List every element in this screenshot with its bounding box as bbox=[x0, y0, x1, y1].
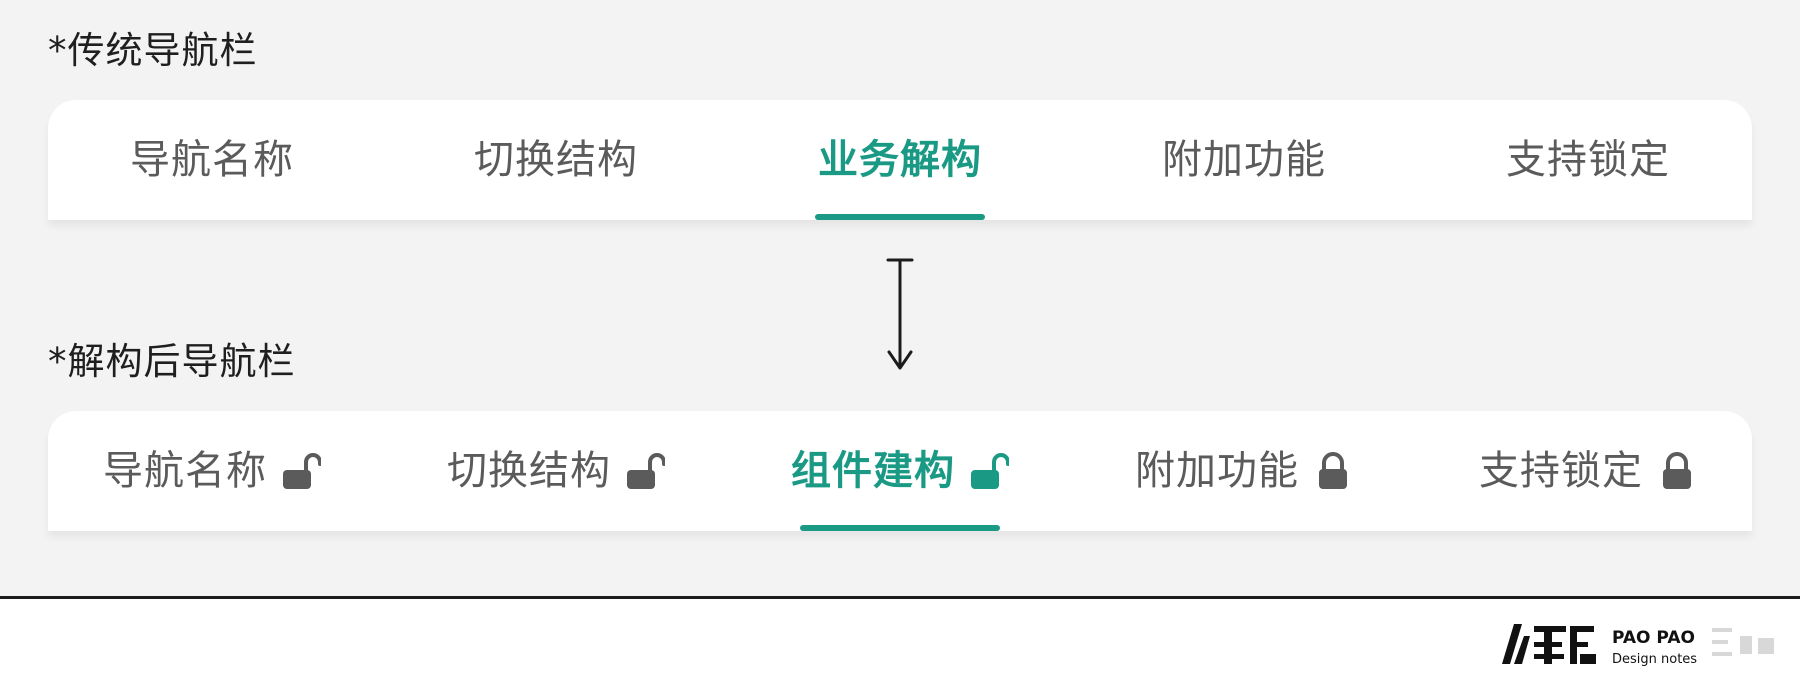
deconstructed-navbar: 导航名称 切换结构 组件建构 附加功能 支持锁定 bbox=[48, 411, 1752, 531]
watermark-logo: PAO PAO Design notes bbox=[1502, 624, 1774, 667]
logo-mark-icon bbox=[1502, 624, 1596, 664]
tab-label: 支持锁定 bbox=[1479, 448, 1643, 494]
tab-label: 附加功能 bbox=[1135, 448, 1299, 494]
tab-label: 业务解构 bbox=[818, 137, 982, 183]
tab-traditional-1[interactable]: 导航名称 bbox=[130, 100, 294, 220]
unlocked-icon[interactable] bbox=[281, 451, 321, 491]
tab-label: 切换结构 bbox=[474, 137, 638, 183]
tab-traditional-5[interactable]: 支持锁定 bbox=[1506, 100, 1670, 220]
watermark-line1: PAO PAO bbox=[1612, 628, 1695, 648]
tab-traditional-4[interactable]: 附加功能 bbox=[1162, 100, 1326, 220]
tab-deconstructed-5[interactable]: 支持锁定 bbox=[1479, 411, 1697, 531]
footer-area bbox=[0, 599, 1800, 680]
watermark-line2: Design notes bbox=[1612, 652, 1697, 667]
tab-label: 附加功能 bbox=[1162, 137, 1326, 183]
unlocked-icon[interactable] bbox=[969, 451, 1009, 491]
unlocked-icon[interactable] bbox=[625, 451, 665, 491]
watermark-faded-mark-icon bbox=[1712, 628, 1774, 656]
tab-label: 导航名称 bbox=[130, 137, 294, 183]
tab-deconstructed-3[interactable]: 组件建构 bbox=[791, 411, 1009, 531]
traditional-navbar: 导航名称 切换结构 业务解构 附加功能 支持锁定 bbox=[48, 100, 1752, 220]
tab-traditional-3[interactable]: 业务解构 bbox=[815, 100, 985, 220]
tab-deconstructed-2[interactable]: 切换结构 bbox=[447, 411, 665, 531]
active-tab-underline bbox=[815, 214, 985, 220]
down-arrow-icon bbox=[886, 258, 914, 370]
tab-label: 导航名称 bbox=[103, 448, 267, 494]
locked-icon[interactable] bbox=[1313, 451, 1353, 491]
tab-deconstructed-4[interactable]: 附加功能 bbox=[1135, 411, 1353, 531]
tab-label: 支持锁定 bbox=[1506, 137, 1670, 183]
tab-label: 组件建构 bbox=[791, 448, 955, 494]
locked-icon[interactable] bbox=[1657, 451, 1697, 491]
section-title-traditional: *传统导航栏 bbox=[48, 29, 258, 72]
active-tab-underline bbox=[800, 525, 1000, 531]
section-title-deconstructed: *解构后导航栏 bbox=[48, 340, 296, 383]
tab-label: 切换结构 bbox=[447, 448, 611, 494]
tab-deconstructed-1[interactable]: 导航名称 bbox=[103, 411, 321, 531]
tab-traditional-2[interactable]: 切换结构 bbox=[474, 100, 638, 220]
divider-line bbox=[0, 596, 1800, 599]
